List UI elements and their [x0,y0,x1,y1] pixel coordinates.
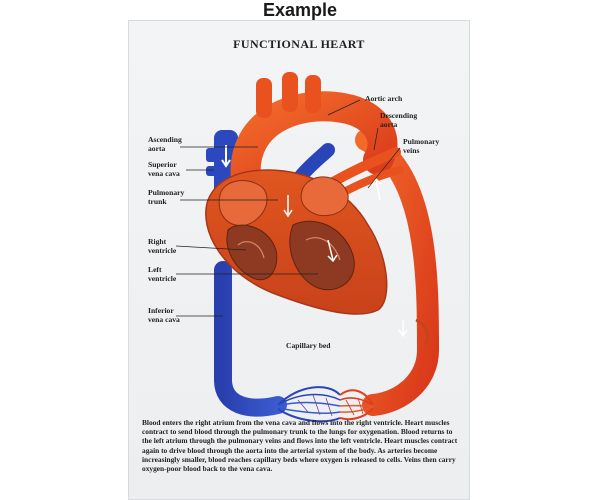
left-atrium [300,176,349,217]
descending-aorta [355,129,440,416]
inferior-vena-cava [214,261,287,417]
capillary-bed [277,386,374,423]
left-ventricle [289,220,355,291]
label-pulmonary-trunk: Pulmonary trunk [148,188,185,206]
label-aortic-arch: Aortic arch [365,94,403,103]
heart-illustration [175,72,440,423]
right-ventricle [226,224,278,281]
label-ascending-aorta: Ascending aorta [148,135,182,153]
label-capillary-bed: Capillary bed [286,341,331,350]
poster-description: Blood enters the right atrium from the v… [142,418,458,474]
label-superior-vena-cava: Superior vena cava [148,160,180,178]
aortic-arch [230,91,398,195]
page-title: Example [262,0,338,20]
right-atrium [218,180,268,226]
label-right-ventricle: Right ventricle [148,237,177,255]
label-pulmonary-veins: Pulmonary veins [403,137,440,155]
label-descending-aorta: Descending aorta [380,111,418,129]
poster-heading: FUNCTIONAL HEART [233,37,365,51]
label-left-ventricle: Left ventricle [148,265,177,283]
heart-poster: FUNCTIONAL HEART [128,20,470,500]
label-inferior-vena-cava: Inferior vena cava [148,306,180,324]
